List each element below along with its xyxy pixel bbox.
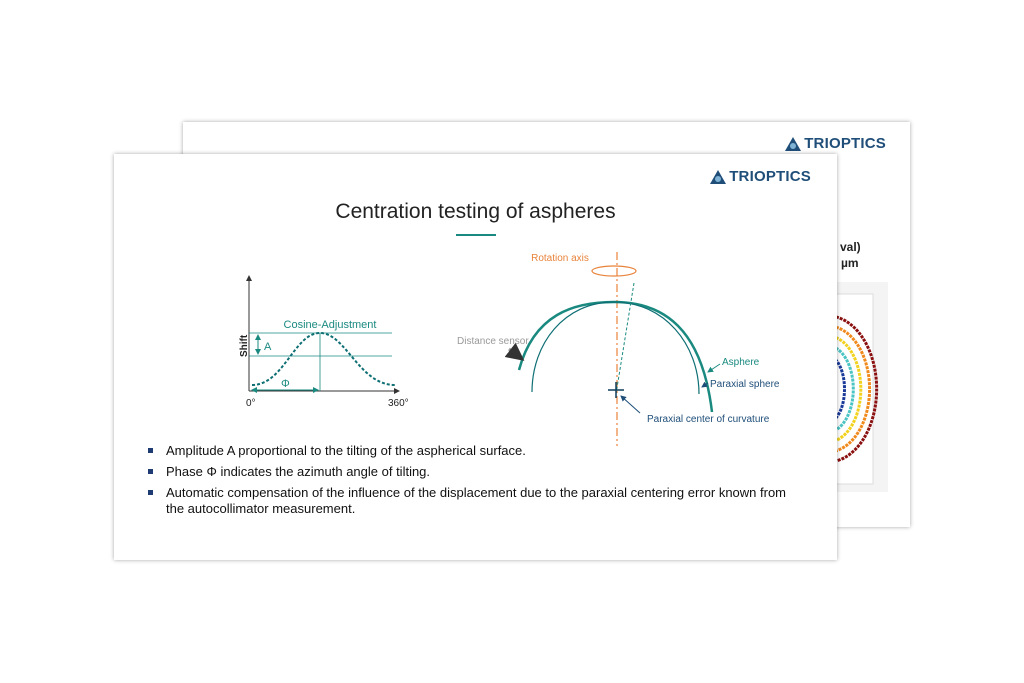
bullet-list: Amplitude A proportional to the tilting … bbox=[148, 443, 788, 522]
diagram: Cosine-Adjustment A Φ Shift 0° 360° Rota… bbox=[239, 252, 780, 446]
distance-sensor-label: Distance sensor bbox=[457, 336, 529, 347]
trioptics-logo: TRIOPTICS bbox=[785, 135, 886, 152]
x-start-label: 0° bbox=[246, 398, 256, 409]
tilt-axis bbox=[615, 282, 635, 395]
slide-title: Centration testing of aspheres bbox=[335, 200, 616, 223]
logo-text: TRIOPTICS bbox=[729, 168, 811, 185]
logo-icon bbox=[785, 136, 802, 151]
center-label: Paraxial center of curvature bbox=[647, 414, 770, 425]
logo-icon bbox=[710, 169, 727, 184]
heading-fragment: µm bbox=[841, 256, 859, 270]
paraxial-sphere-label: Paraxial sphere bbox=[710, 379, 780, 390]
cosine-label: Cosine-Adjustment bbox=[284, 319, 377, 331]
list-item: Automatic compensation of the influence … bbox=[148, 485, 788, 517]
heading-fragment: val) bbox=[840, 240, 861, 254]
bullet-icon bbox=[148, 469, 153, 474]
y-axis-label: Shift bbox=[239, 334, 250, 357]
front-slide: TRIOPTICS Centration testing of aspheres… bbox=[114, 154, 837, 560]
paraxial-sphere-curve bbox=[531, 301, 700, 395]
cosine-curve bbox=[251, 331, 396, 386]
bullet-text: Automatic compensation of the influence … bbox=[166, 485, 787, 516]
cosine-plot: Cosine-Adjustment A Φ Shift 0° 360° bbox=[239, 275, 409, 409]
amplitude-label: A bbox=[264, 341, 272, 353]
logo-text: TRIOPTICS bbox=[804, 135, 886, 152]
trioptics-logo: TRIOPTICS bbox=[710, 168, 811, 185]
asphere-label: Asphere bbox=[722, 357, 760, 368]
asphere-diagram: Rotation axis Distance sensor Asphere Pa… bbox=[457, 252, 780, 446]
bullet-text: Phase Φ indicates the azimuth angle of t… bbox=[166, 464, 431, 479]
rotation-icon bbox=[591, 265, 637, 277]
bullet-icon bbox=[148, 448, 153, 453]
list-item: Phase Φ indicates the azimuth angle of t… bbox=[148, 464, 788, 480]
x-end-label: 360° bbox=[388, 398, 409, 409]
colormap-plot bbox=[828, 282, 888, 492]
list-item: Amplitude A proportional to the tilting … bbox=[148, 443, 788, 459]
sensor-arrow-icon bbox=[504, 342, 525, 361]
phase-label: Φ bbox=[281, 378, 290, 390]
bullet-icon bbox=[148, 490, 153, 495]
bullet-text: Amplitude A proportional to the tilting … bbox=[166, 443, 526, 458]
rotation-axis-label: Rotation axis bbox=[531, 253, 589, 264]
title-underline bbox=[456, 234, 496, 236]
